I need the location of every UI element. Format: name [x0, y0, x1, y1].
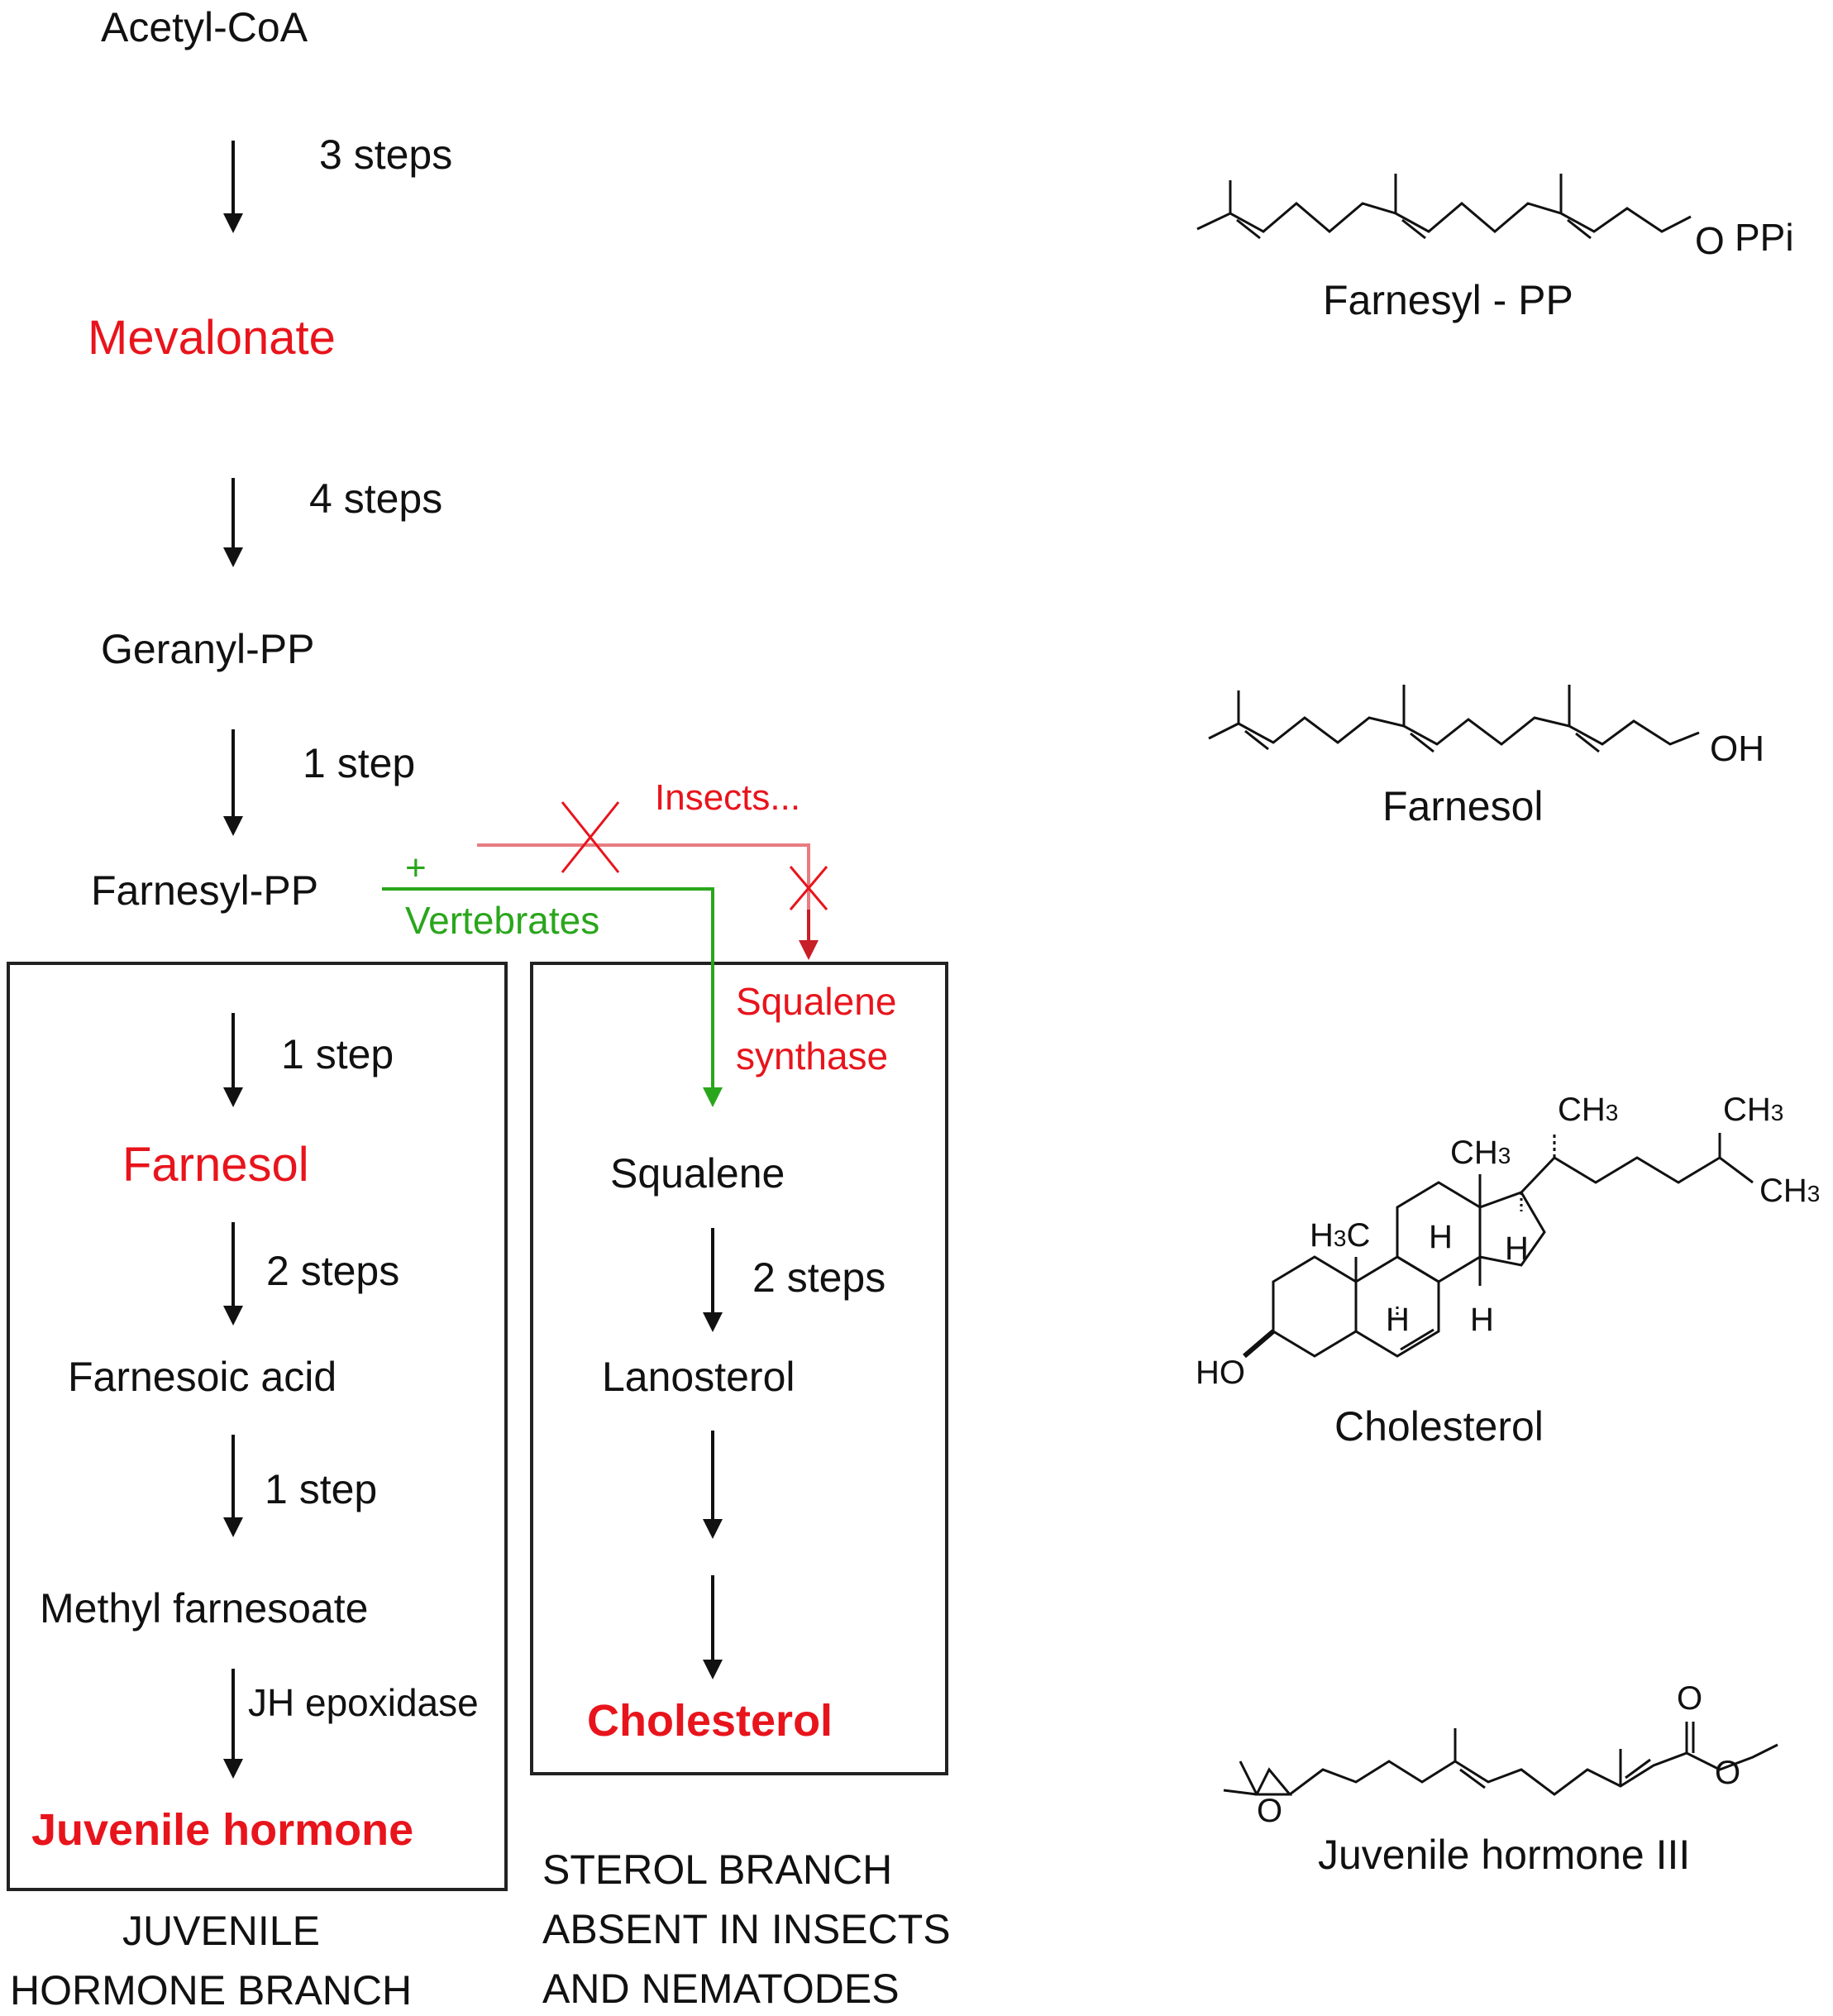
arrow-squalene-lanosterol — [703, 1228, 723, 1332]
squalene-label: Squalene — [610, 1150, 785, 1197]
cholesterol-ch3-right-2: CH3 — [1759, 1173, 1821, 1209]
squalene-synthase-line-2: synthase — [736, 1034, 889, 1077]
farnesol-structure-label: Farnesol — [1382, 783, 1544, 829]
jh-epoxidase-label: JH epoxidase — [248, 1681, 479, 1724]
juvenile-hormone-label: Juvenile hormone — [31, 1805, 414, 1855]
mevalonate-label: Mevalonate — [88, 311, 336, 365]
sterol-branch-caption-line-2: ABSENT IN INSECTS — [542, 1906, 951, 1952]
arrow-mevalonate-geranyl — [223, 478, 243, 567]
farnesol-oh-group: OH — [1710, 729, 1764, 769]
arrow-methyl-jh — [223, 1669, 243, 1779]
cholesterol-h-1: H — [1429, 1219, 1453, 1255]
jh-iii-carbonyl-o: O — [1677, 1680, 1703, 1717]
arrow-farnesoic-methyl — [223, 1435, 243, 1537]
farnesyl-pp-label: Farnesyl-PP — [91, 867, 319, 914]
farnesoic-acid-label: Farnesoic acid — [68, 1354, 337, 1400]
cholesterol-structure-label: Cholesterol — [1334, 1403, 1544, 1450]
sterol-branch-caption-line-1: STEROL BRANCH — [542, 1846, 893, 1893]
farnesyl-pp-structure-label: Farnesyl - PP — [1323, 277, 1573, 323]
cholesterol-ch3-mid: CH3 — [1450, 1135, 1511, 1171]
arrow-farnesyl-farnesol — [223, 1013, 243, 1107]
jh-iii-epoxide-o: O — [1257, 1793, 1283, 1829]
farnesyl-pp-structure — [1196, 174, 1692, 240]
cholesterol-ch3-right-1: CH3 — [1723, 1092, 1784, 1128]
methyl-farnesoate-label: Methyl farnesoate — [40, 1585, 369, 1631]
cholesterol-h-3: H — [1386, 1302, 1410, 1338]
step-label-4-steps: 4 steps — [309, 475, 443, 522]
arrow-acetyl-mevalonate — [223, 141, 243, 233]
vertebrates-plus-sign: + — [405, 848, 427, 888]
vertebrates-label: Vertebrates — [405, 899, 600, 942]
insects-block-x-1 — [561, 801, 620, 873]
farnesol-label: Farnesol — [122, 1138, 309, 1192]
jh-iii-ester-o: O — [1715, 1755, 1741, 1791]
sterol-step-label-1: 2 steps — [752, 1254, 886, 1301]
main-arrows — [223, 141, 723, 1779]
farnesyl-pp-ppi-group: PPi — [1735, 216, 1794, 259]
jh-step-label-1: 1 step — [281, 1031, 394, 1077]
cholesterol-h-4: H — [1470, 1302, 1494, 1338]
step-label-1-step: 1 step — [303, 740, 416, 786]
step-label-3-steps: 3 steps — [319, 131, 453, 178]
cholesterol-label: Cholesterol — [587, 1696, 833, 1746]
acetyl-coa-label: Acetyl-CoA — [101, 4, 308, 50]
cholesterol-h-2: H — [1505, 1230, 1529, 1267]
jh-iii-structure-label: Juvenile hormone III — [1318, 1832, 1691, 1878]
geranyl-pp-label: Geranyl-PP — [101, 626, 315, 672]
cholesterol-h3c: H3C — [1310, 1217, 1371, 1254]
squalene-synthase-line-1: Squalene — [736, 980, 897, 1023]
jh-step-label-2: 2 steps — [266, 1248, 400, 1294]
farnesyl-pp-o-atom: O — [1695, 219, 1725, 262]
vertebrates-path — [382, 887, 723, 1107]
farnesol-structure — [1208, 685, 1700, 753]
arrow-next-cholesterol — [703, 1575, 723, 1679]
jh-step-label-3: 1 step — [265, 1466, 378, 1512]
lanosterol-label: Lanosterol — [602, 1354, 795, 1400]
arrow-lanosterol-next — [703, 1431, 723, 1539]
insects-path — [477, 801, 828, 960]
jh-branch-caption-line-1: JUVENILE — [122, 1908, 320, 1954]
sterol-branch-box — [530, 962, 948, 1775]
insects-block-x-2 — [789, 866, 828, 910]
jh-branch-caption-line-2: HORMONE BRANCH — [10, 1967, 413, 2014]
cholesterol-ch3-top: CH3 — [1558, 1092, 1619, 1128]
arrow-geranyl-farnesyl — [223, 729, 243, 836]
jh-iii-structure — [1223, 1722, 1778, 1796]
jh-branch-box — [7, 962, 508, 1891]
cholesterol-structure — [1243, 1133, 1754, 1359]
insects-label: Insects... — [655, 777, 801, 818]
arrow-farnesol-farnesoic — [223, 1222, 243, 1326]
sterol-branch-caption-line-3: AND NEMATODES — [542, 1966, 900, 2012]
cholesterol-ho-group: HO — [1196, 1354, 1245, 1391]
